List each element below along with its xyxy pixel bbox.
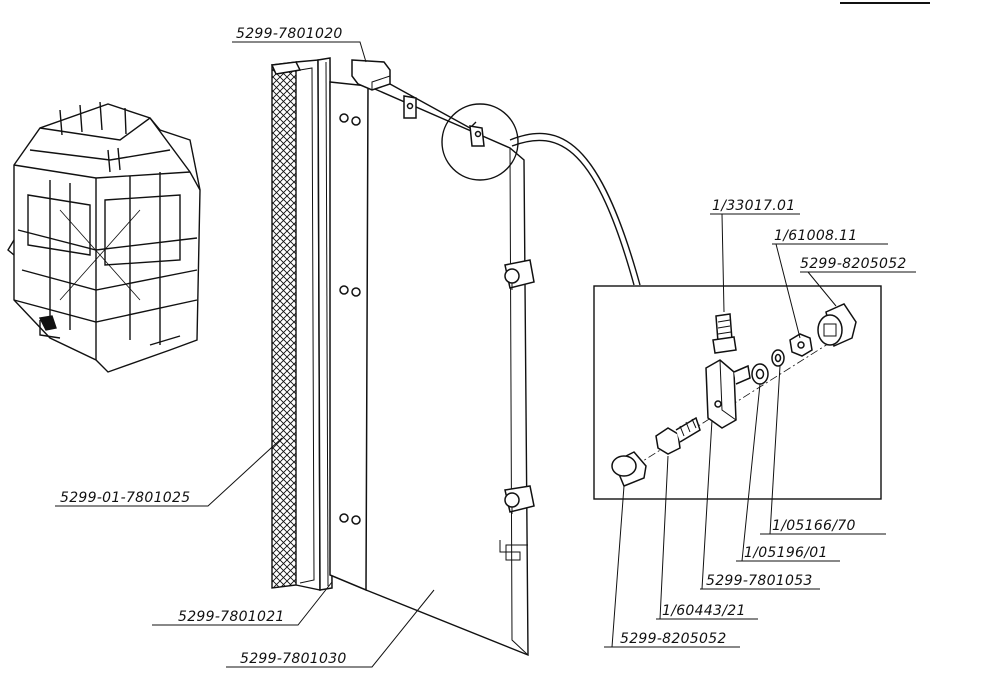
spacer-bottom: [611, 451, 647, 487]
washer-b: [751, 363, 769, 385]
label-washer-b: 1/05196/01: [744, 545, 828, 561]
hinge-lower: [504, 485, 535, 514]
label-stud: 1/60443/21: [662, 603, 746, 619]
label-spacer-bottom: 5299-8205052: [620, 631, 727, 647]
l-bracket: [705, 359, 751, 429]
label-washer-a: 1/05166/70: [772, 518, 856, 534]
leader-lines: [55, 41, 916, 668]
stud: [655, 416, 701, 455]
seal-strip: [270, 59, 321, 591]
label-bolt: 1/33017.01: [712, 198, 795, 214]
bolt: [712, 313, 737, 354]
nut: [789, 333, 813, 357]
label-bracket: 5299-7801053: [706, 573, 813, 589]
door-panel: [329, 81, 529, 657]
label-seal-profile: 5299-7801021: [178, 609, 285, 625]
cable-inner: [511, 139, 635, 286]
washer-a: [771, 349, 785, 367]
label-spacer-top: 5299-8205052: [800, 256, 907, 272]
label-seal-strip: 5299-01-7801025: [60, 490, 190, 506]
detail-circle: [441, 103, 519, 181]
label-nut: 1/61008.11: [774, 228, 857, 244]
assembly-axis: [634, 329, 851, 467]
label-top-bracket: 5299-7801020: [236, 26, 343, 42]
cable: [509, 132, 641, 286]
seal-profile: [317, 57, 333, 591]
detail-box: [593, 285, 882, 500]
cab-frame-thumbnail: [7, 101, 201, 373]
label-panel: 5299-7801030: [240, 651, 347, 667]
spacer-top: [817, 303, 857, 348]
top-bracket: [351, 59, 485, 147]
hinge-upper: [504, 259, 535, 290]
